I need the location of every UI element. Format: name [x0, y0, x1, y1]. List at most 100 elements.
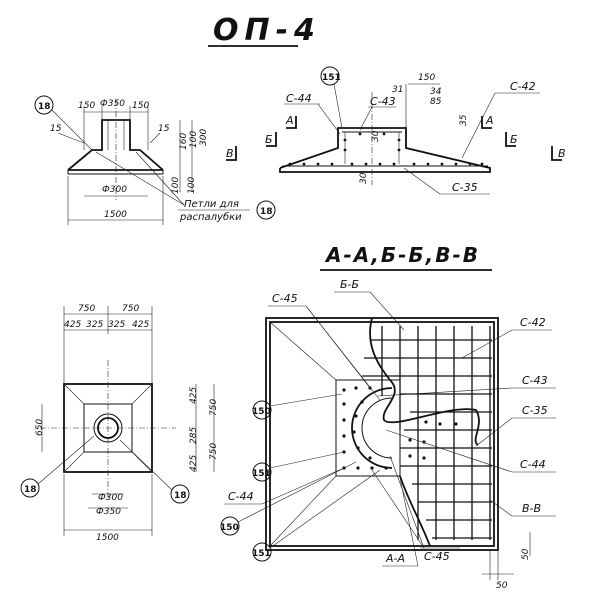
callout-circle-18-top [34, 95, 54, 115]
label-c45-bottom: С-45 [424, 550, 450, 563]
rebar-mesh-c42 [362, 326, 492, 540]
label-c44: С-44 [520, 458, 546, 471]
label-c44-left: С-44 [228, 490, 254, 503]
break-line-lower [399, 475, 431, 547]
plan-dim-f350: Ф350 [96, 507, 121, 517]
note-leader-1 [95, 151, 185, 206]
plan-dim-1500: 1500 [96, 533, 119, 543]
callout-circle-18-plan-right [170, 484, 190, 504]
plan-corner-1 [63, 383, 85, 405]
marker-v-left: В [226, 147, 234, 160]
plan-corner-3 [63, 451, 85, 473]
rebar-plan-diag-1 [269, 321, 337, 381]
front-view: 150 Ф350 150 15 15 160 100 300 100 100 Ф… [34, 95, 276, 225]
sec-dim-85: 85 [430, 97, 442, 107]
label-c45-top-leader-2 [305, 305, 371, 389]
label-c43-leader [359, 106, 373, 131]
label-vv: В-В [522, 502, 541, 515]
callout-18-top: 18 [38, 102, 51, 112]
marker-a-right-shape [481, 116, 492, 129]
note-line-1: Петли для [184, 199, 239, 210]
plan-dim-750-a: 750 [78, 304, 95, 314]
sec-dim-31: 31 [392, 85, 403, 95]
front-dim-100-a: 100 [171, 177, 181, 194]
label-bb: Б-Б [340, 278, 359, 291]
front-dim-300-bottom: Ф300 [102, 185, 127, 195]
callout-18-plan-right: 18 [174, 491, 187, 501]
callout-150-b: 150 [220, 523, 239, 533]
title-text: ОП-4 [213, 13, 321, 48]
sec-dim-30-a: 30 [371, 130, 381, 142]
label-c35: С-35 [522, 404, 548, 417]
plan-dim-425-r1: 425 [189, 387, 199, 404]
label-c44-top: С-44 [286, 92, 312, 105]
marker-v-right-shape [551, 146, 562, 161]
marker-a-left: А [285, 114, 294, 127]
marker-b-left: Б [265, 133, 273, 146]
socket-rebar-dots [342, 386, 458, 470]
front-dim-100-top: 100 [189, 131, 199, 148]
callout-circle-151-a [252, 462, 272, 482]
rebar-plan-diag-2 [269, 475, 337, 547]
plan-dim-425-r2: 425 [189, 455, 199, 472]
callout-151-b: 151 [252, 549, 271, 559]
callout-151-a-leader [269, 451, 345, 469]
front-dim-15-right: 15 [158, 124, 170, 134]
marker-b-right-shape [505, 132, 516, 147]
dim-50-horizontal: 50 [496, 581, 508, 591]
callout-151-top: 151 [322, 73, 341, 83]
rebar-plan-pedestal [335, 379, 401, 477]
label-c44-rp-leader [385, 429, 513, 473]
label-c43: С-43 [522, 374, 548, 387]
label-c44-left-leader [261, 467, 345, 505]
label-c35-leader [403, 167, 441, 195]
callout-18-plan-left-leader [37, 435, 95, 485]
plan-dim-425-b: 425 [132, 320, 149, 330]
plan-dim-325-b: 325 [108, 320, 125, 330]
label-c43-rp-leader [377, 387, 513, 397]
label-vv-leader [489, 499, 513, 517]
plan-corner-2 [131, 383, 153, 405]
marker-v-right: В [558, 147, 566, 160]
front-leader-15-left [57, 132, 85, 144]
sec-dim-34: 34 [430, 87, 442, 97]
plan-view: 750 750 425 325 325 425 650 425 285 425 … [20, 304, 219, 543]
label-c42: С-42 [520, 316, 546, 329]
callout-circle-151-top [320, 66, 340, 86]
label-aa: А-А [385, 552, 405, 565]
callout-18-leader [51, 109, 93, 151]
callout-circle-150-a [252, 400, 272, 420]
dim-50-vertical: 50 [521, 548, 531, 560]
plan-dim-750-r2: 750 [209, 443, 219, 460]
front-dim-160: 160 [179, 133, 189, 150]
label-c42-top: С-42 [510, 80, 536, 93]
front-dim-300: 300 [199, 129, 209, 146]
plan-dim-650: 650 [35, 419, 45, 436]
marker-b-left-shape [266, 132, 277, 147]
callout-150-b-leader [237, 461, 357, 523]
front-dim-1500: 1500 [104, 210, 127, 220]
callout-18-note: 18 [260, 207, 273, 217]
front-view-outline [67, 119, 164, 171]
label-c42-rp-leader [461, 329, 513, 359]
marker-a-right: А [485, 114, 494, 127]
plan-dim-750-b: 750 [122, 304, 139, 314]
label-c45-top: С-45 [272, 292, 298, 305]
callout-151-leader [333, 83, 343, 129]
rebar-plan: С-42 С-43 С-35 С-44 В-В С-45 Б-Б С-44 А-… [220, 278, 556, 591]
plan-dim-325-a: 325 [86, 320, 103, 330]
section-title: А-А,Б-Б,В-В [320, 243, 492, 271]
front-dim-350: Ф350 [100, 99, 125, 109]
marker-v-left-shape [226, 146, 237, 161]
sec-dim-35: 35 [459, 114, 469, 126]
drawing-title: ОП-4 [208, 13, 321, 48]
plan-dim-750-r1: 750 [209, 399, 219, 416]
break-line-upper [369, 317, 480, 446]
note-leader-2 [135, 151, 185, 206]
label-c35-rp-leader [475, 417, 513, 447]
section-outline [279, 127, 491, 173]
marker-b-right: Б [510, 133, 518, 146]
plan-dim-285: 285 [189, 427, 199, 444]
plan-dim-425-a: 425 [64, 320, 81, 330]
